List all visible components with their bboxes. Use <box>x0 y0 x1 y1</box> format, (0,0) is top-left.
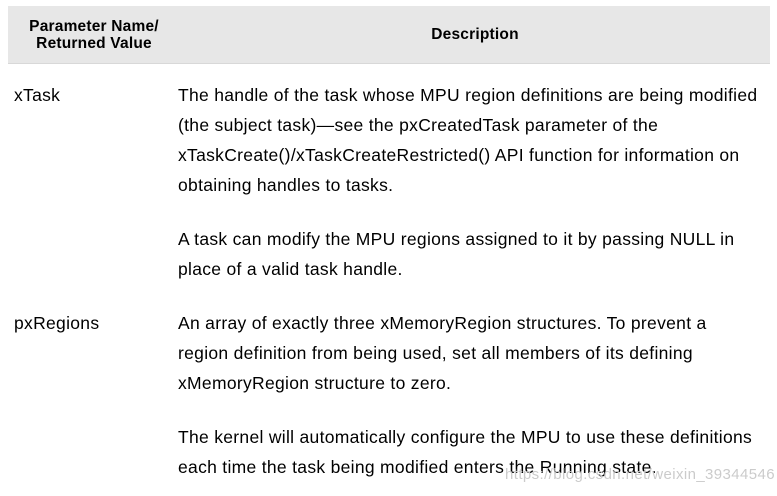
parameter-table: Parameter Name/ Returned Value Descripti… <box>8 6 770 482</box>
description-paragraph: A task can modify the MPU regions assign… <box>178 229 735 279</box>
param-description-pxregions: An array of exactly three xMemoryRegion … <box>178 308 770 482</box>
param-description-xtask: The handle of the task whose MPU region … <box>178 80 770 308</box>
description-paragraph: The kernel will automatically configure … <box>178 427 753 477</box>
header-cell-parameter-name: Parameter Name/ Returned Value <box>29 17 159 52</box>
param-name-pxregions: pxRegions <box>14 313 100 333</box>
param-name-xtask: xTask <box>14 85 61 105</box>
header-cell-description: Description <box>431 26 519 43</box>
table-body: xTask The handle of the task whose MPU r… <box>8 64 770 482</box>
table-row-pxregions: pxRegions An array of exactly three xMem… <box>8 308 770 482</box>
description-paragraph: An array of exactly three xMemoryRegion … <box>178 313 707 393</box>
table-row-xtask: xTask The handle of the task whose MPU r… <box>8 80 770 308</box>
csdn-watermark: https://blog.csdn.net/weixin_39344546 <box>505 466 775 483</box>
description-paragraph: The handle of the task whose MPU region … <box>178 85 758 195</box>
table-header-row: Parameter Name/ Returned Value Descripti… <box>8 6 770 64</box>
